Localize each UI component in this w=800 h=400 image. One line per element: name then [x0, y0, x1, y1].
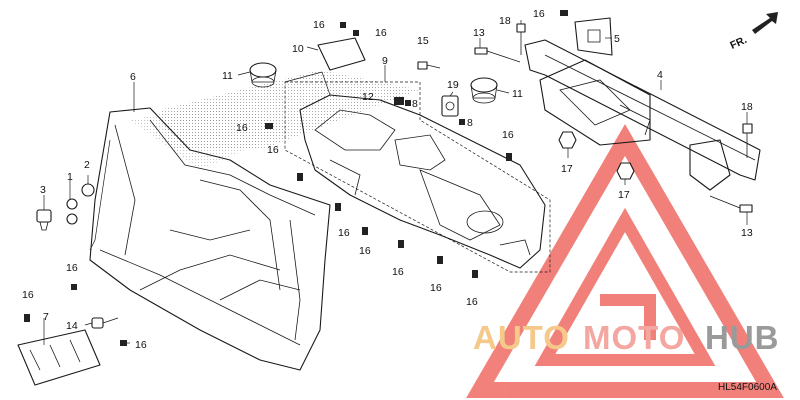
- part-3: [36, 209, 52, 231]
- callout-9: 9: [382, 55, 388, 67]
- callout-16: 16: [313, 19, 325, 31]
- shading-dots: [130, 70, 420, 170]
- callout-5: 5: [614, 33, 620, 45]
- callout-11: 11: [512, 88, 523, 100]
- bolt-part-14: [91, 317, 119, 329]
- callout-17: 17: [561, 163, 573, 175]
- callout-14: 14: [66, 320, 78, 332]
- front-direction-indicator: FR.: [728, 12, 778, 52]
- plate-part-19: [441, 95, 459, 117]
- cover-part-10: [317, 37, 366, 71]
- nut-part-17b: [616, 162, 635, 180]
- reference-box-9: [284, 81, 551, 273]
- callout-16: 16: [533, 8, 545, 20]
- callout-19: 19: [447, 79, 459, 91]
- callout-16: 16: [392, 266, 404, 278]
- callout-2: 2: [84, 159, 90, 171]
- callout-13: 13: [741, 227, 753, 239]
- callout-16: 16: [359, 245, 371, 257]
- callout-8: 8: [412, 98, 418, 110]
- callout-16: 16: [338, 227, 350, 239]
- callout-16: 16: [466, 296, 478, 308]
- part-1: [66, 198, 78, 225]
- callout-labels: 16 16 10 11 9 15 12 8 19 11 13 18 16 5 4…: [22, 8, 753, 351]
- floor-tub-part-6: [89, 107, 331, 371]
- bracket-part-5: [574, 17, 613, 56]
- diagram-code: HL54F0600A: [718, 382, 777, 393]
- callout-16: 16: [135, 339, 147, 351]
- callout-3: 3: [40, 184, 46, 196]
- callout-18: 18: [499, 15, 511, 27]
- clip-parts-16: [24, 10, 568, 346]
- callout-13: 13: [473, 27, 485, 39]
- leader-lines: [43, 20, 748, 345]
- callout-1: 1: [67, 171, 73, 183]
- callout-16: 16: [430, 282, 442, 294]
- callout-16: 16: [375, 27, 387, 39]
- watermark-text: AUTO MOTO HUB: [473, 319, 780, 356]
- part-2: [81, 183, 95, 197]
- callout-16: 16: [22, 289, 34, 301]
- callout-8: 8: [467, 117, 473, 129]
- panel-part-7: [17, 329, 101, 386]
- bolt-part-13a: [474, 47, 521, 63]
- callout-4: 4: [657, 69, 663, 81]
- callout-11: 11: [222, 70, 233, 82]
- watermark-hub: HUB: [705, 319, 780, 356]
- callout-15: 15: [417, 35, 429, 47]
- nut-part-17a: [558, 131, 577, 149]
- bolt-part-18a: [516, 23, 526, 55]
- callout-16: 16: [66, 262, 78, 274]
- bolt-part-18b: [742, 123, 753, 158]
- watermark-auto: AUTO: [473, 319, 570, 356]
- callout-16: 16: [267, 144, 279, 156]
- watermark-triangle: [466, 124, 784, 398]
- callout-18: 18: [741, 101, 753, 113]
- grommet-part-11a: [249, 62, 277, 88]
- watermark-moto: MOTO: [583, 319, 685, 356]
- frame-bar-part-4: [524, 39, 761, 191]
- bolt-part-13b: [709, 195, 753, 213]
- dashboard-panel-part-9: [299, 94, 546, 269]
- callout-10: 10: [292, 43, 304, 55]
- callout-7: 7: [43, 311, 49, 323]
- callout-17: 17: [618, 189, 630, 201]
- callout-6: 6: [130, 71, 136, 83]
- callout-12: 12: [362, 91, 374, 103]
- front-label: FR.: [728, 34, 748, 52]
- callout-16: 16: [236, 122, 248, 134]
- bolt-part-15: [417, 61, 441, 70]
- grommet-part-11b: [470, 77, 498, 104]
- callout-16: 16: [502, 129, 514, 141]
